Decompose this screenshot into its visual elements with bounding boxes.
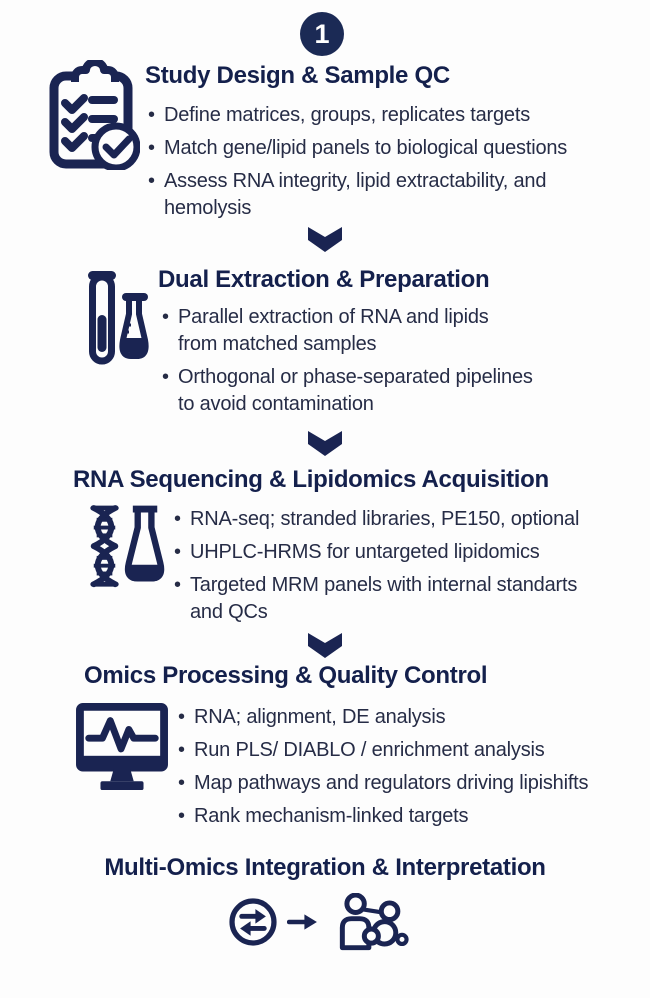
bullet-item: Define matrices, groups, replicates targ…: [148, 102, 648, 129]
bullet-item: Rank mechanism-linked targets: [178, 803, 648, 830]
bullet-text: RNA; alignment, DE analysis: [194, 706, 446, 728]
bullet-item: Orthogonal or phase-separated pipelines …: [162, 364, 648, 418]
step-5-icons-row: [228, 893, 413, 951]
bullet-item: Targeted MRM panels with internal standa…: [174, 572, 648, 626]
bullet-item: Assess RNA integrity, lipid extractabili…: [148, 168, 648, 222]
bullet-text: Assess RNA integrity, lipid extractabili…: [164, 170, 547, 219]
chevron-down-icon: [308, 633, 342, 664]
step-5-title: Multi-Omics Integration & Interpretation: [104, 854, 546, 881]
bullet-text: UHPLC-HRMS for untargeted lipidomics: [190, 541, 540, 563]
bullet-item: Map pathways and regulators driving lipi…: [178, 770, 648, 797]
bullet-item: Parallel extraction of RNA and lipids fr…: [162, 304, 648, 358]
clipboard-checklist-icon: [44, 60, 140, 170]
monitor-pulse-icon: [75, 702, 169, 792]
test-tubes-icon: [86, 265, 152, 371]
exchange-arrows-icon: [228, 897, 278, 947]
bullet-text: Rank mechanism-linked targets: [194, 805, 469, 827]
step-2-bullet-list: Parallel extraction of RNA and lipids fr…: [162, 304, 648, 424]
chevron-down-icon: [308, 431, 342, 462]
bullet-text: Run PLS/ DIABLO / enrichment analysis: [194, 739, 545, 761]
step-2-title: Dual Extraction & Preparation: [158, 266, 490, 293]
step-3-bullet-list: RNA-seq; stranded libraries, PE150, opti…: [174, 506, 648, 632]
person-molecule-network-icon: [333, 893, 413, 951]
bullet-text: Targeted MRM panels with internal standa…: [190, 574, 578, 623]
dna-helix-flask-icon: [84, 504, 168, 600]
bullet-item: UHPLC-HRMS for untargeted lipidomics: [174, 539, 648, 566]
step-4-bullet-list: RNA; alignment, DE analysis Run PLS/ DIA…: [178, 704, 648, 836]
step-4-title: Omics Processing & Quality Control: [84, 662, 488, 689]
bullet-item: Match gene/lipid panels to biological qu…: [148, 135, 648, 162]
bullet-text: Match gene/lipid panels to biological qu…: [164, 137, 568, 159]
bullet-text: Define matrices, groups, replicates targ…: [164, 104, 531, 126]
bullet-text: RNA-seq; stranded libraries, PE150, opti…: [190, 508, 580, 530]
bullet-text: Parallel extraction of RNA and lipids fr…: [178, 306, 489, 355]
arrow-right-icon: [287, 909, 319, 935]
step-number-badge: 1: [300, 12, 344, 56]
bullet-item: RNA-seq; stranded libraries, PE150, opti…: [174, 506, 648, 533]
step-3-title: RNA Sequencing & Lipidomics Acquisition: [73, 466, 549, 493]
bullet-item: Run PLS/ DIABLO / enrichment analysis: [178, 737, 648, 764]
step-1-bullet-list: Define matrices, groups, replicates targ…: [148, 102, 648, 228]
chevron-down-icon: [308, 227, 342, 258]
step-1-title: Study Design & Sample QC: [145, 62, 450, 89]
bullet-text: Orthogonal or phase-separated pipelines …: [178, 366, 533, 415]
bullet-text: Map pathways and regulators driving lipi…: [194, 772, 589, 794]
bullet-item: RNA; alignment, DE analysis: [178, 704, 648, 731]
